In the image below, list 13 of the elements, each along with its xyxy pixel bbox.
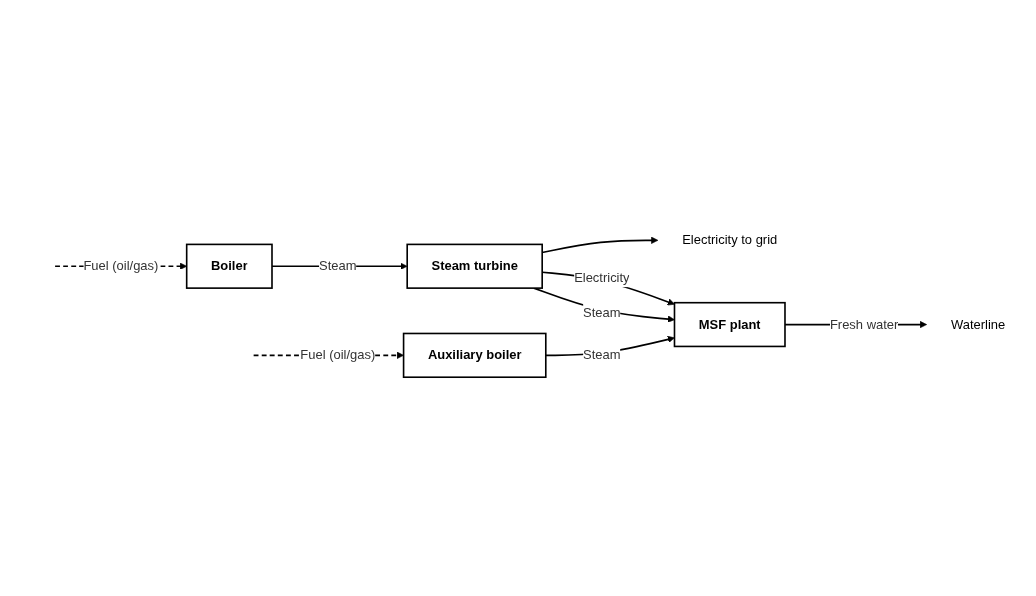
edge-label: Fresh water bbox=[829, 317, 899, 332]
node-box: Boiler bbox=[185, 243, 273, 290]
node-box: Steam turbine bbox=[406, 243, 543, 290]
node-box: Auxiliary boiler bbox=[402, 332, 547, 379]
edge-label: Steam bbox=[319, 259, 357, 273]
node-text: Electricity to grid bbox=[682, 233, 778, 247]
node-box: MSF plant bbox=[673, 302, 786, 348]
edge-label: Fuel (oil/gas) bbox=[83, 259, 159, 273]
edge-label: Electricity bbox=[574, 270, 630, 285]
edge-label: Fuel (oil/gas) bbox=[300, 348, 376, 362]
node-text: Waterline bbox=[950, 317, 1006, 332]
edge-label: Steam bbox=[583, 306, 621, 320]
edge-label: Steam bbox=[583, 348, 621, 362]
